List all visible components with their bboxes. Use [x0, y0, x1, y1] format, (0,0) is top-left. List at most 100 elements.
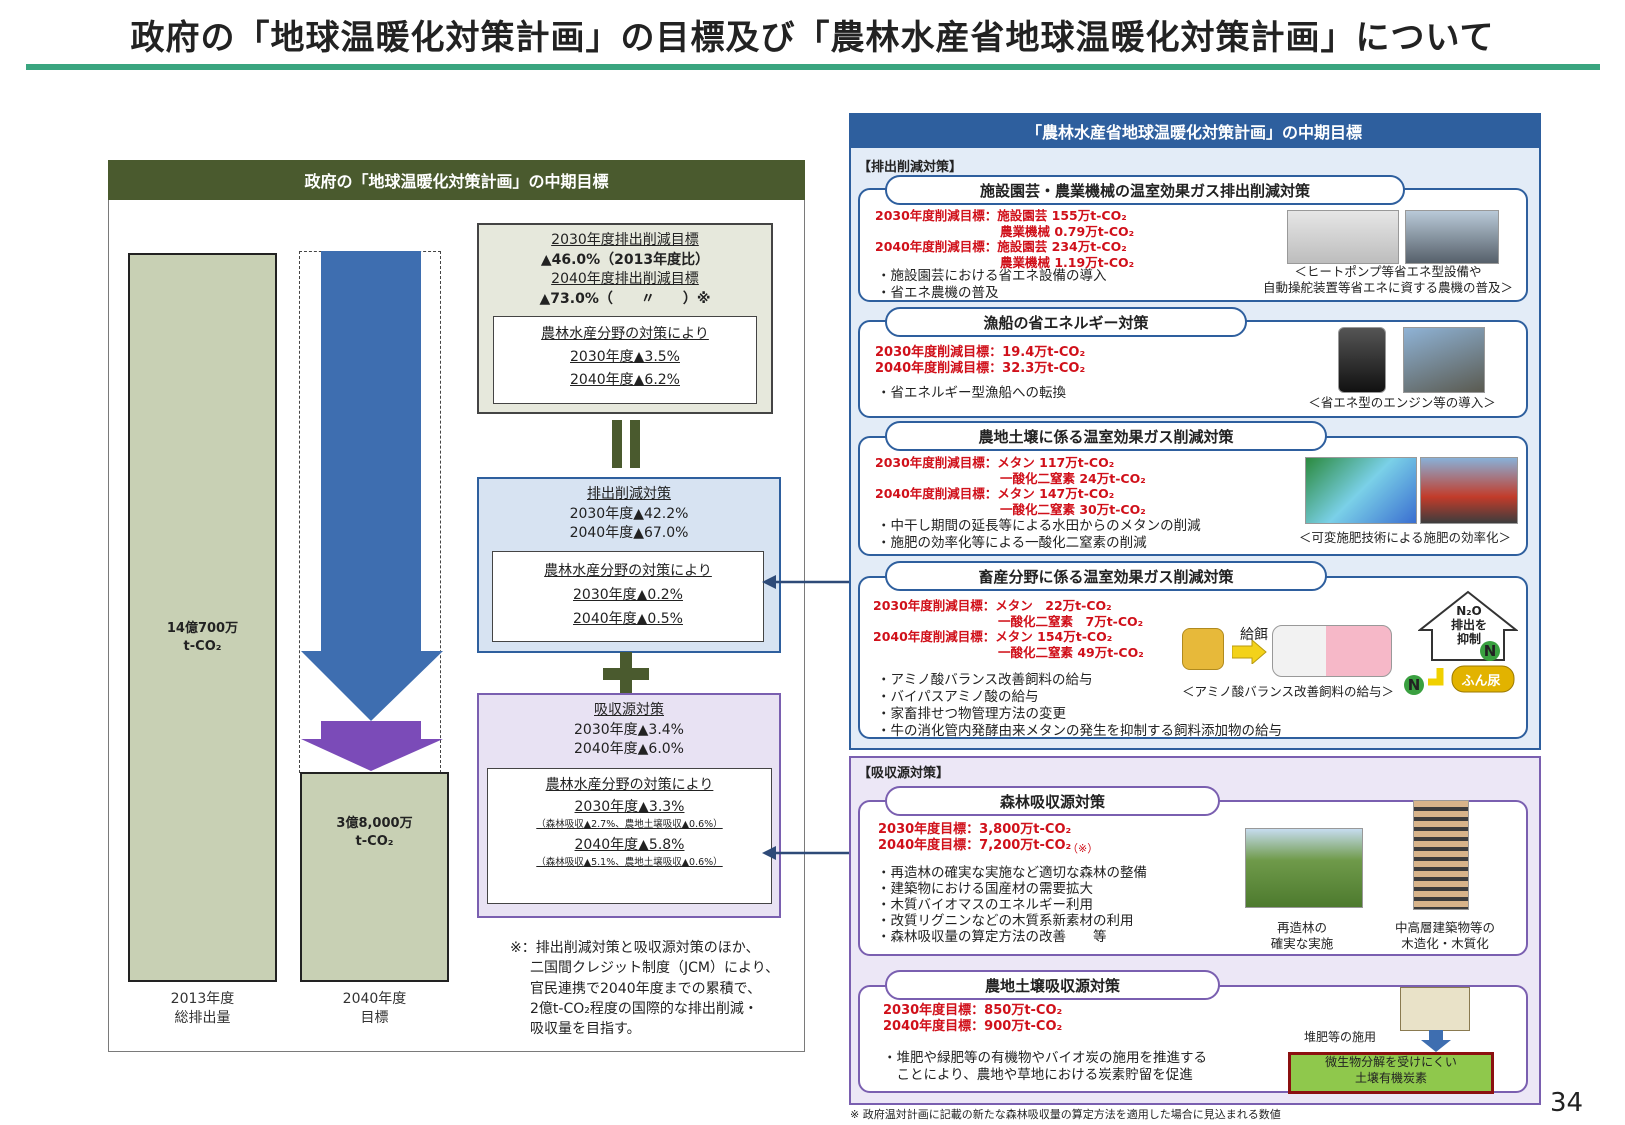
- card-soil-caption: ＜可変施肥技術による施肥の効率化＞: [1298, 530, 1512, 545]
- emission-box-2040: 2040年度▲67.0%: [569, 525, 689, 542]
- card-fishing-title: 漁船の省エネルギー対策: [885, 307, 1247, 337]
- emission-box-title: 排出削減対策: [587, 486, 671, 502]
- card-forest-bullets: ・再造林の確実な実施など適切な森林の整備 ・建築物における国産材の需要拡大 ・木…: [877, 865, 1147, 945]
- soil-carbon-line-2: 土壌有機炭素: [1354, 1070, 1427, 1085]
- feed-label: 給餌: [1240, 627, 1268, 643]
- n2o-label: N₂O 排出を 抑制: [1450, 604, 1487, 646]
- note-line-2: 二国間クレジット制度（JCM）により、: [530, 960, 780, 977]
- footnote: ※ 政府温対計画に記載の新たな森林吸収量の算定方法を適用した場合に見込まれる数値: [850, 1108, 1281, 1121]
- card-horticulture-bullets: ・施設園芸における省エネ設備の導入 ・省エネ農機の普及: [877, 268, 1107, 301]
- bar-2040-value-unit: t-CO₂: [355, 834, 394, 850]
- card-livestock-targets: 2030年度削減目標：メタン 22万t-CO₂ 一酸化二窒素 7万t-CO₂ 2…: [873, 598, 1144, 660]
- emission-reduction-arrow: [301, 251, 443, 721]
- sink-agri-2040-breakdown: （森林吸収▲5.1%、農地土壌吸収▲0.6%）: [536, 856, 723, 868]
- soil-carbon-box: 微生物分解を受けにくい 土壌有機炭素: [1288, 1052, 1494, 1094]
- bar-2013-value-unit: t-CO₂: [183, 639, 222, 655]
- card-forest-targets-mark: （※）: [1067, 842, 1099, 855]
- card-soil-sink-title: 農地土壌吸収源対策: [885, 970, 1220, 1000]
- sink-agri-inner-box: 農林水産分野の対策により 2030年度▲3.3% （森林吸収▲2.7%、農地土壌…: [487, 768, 772, 904]
- n-circle-icon: N: [1404, 675, 1424, 695]
- card-fishing-bullets: ・省エネルギー型漁船への転換: [877, 385, 1066, 401]
- red-tractor-image: [1420, 457, 1518, 524]
- reduction-arrow: [301, 251, 443, 771]
- note-line-1: ※：排出削減対策と吸収源対策のほか、: [510, 940, 760, 956]
- emission-box-2030: 2030年度▲42.2%: [569, 505, 689, 522]
- bar-2013-value: 14億700万 t-CO₂: [128, 620, 277, 656]
- title-underline: [26, 64, 1600, 70]
- note-line-4: 2億t-CO₂程度の国際的な排出削減・: [530, 1000, 758, 1017]
- sink-agri-2030: 2030年度▲3.3%: [574, 799, 685, 816]
- card-forest-title: 森林吸収源対策: [885, 786, 1220, 816]
- target-agri-2030: 2030年度▲3.5%: [570, 349, 680, 366]
- sink-box-2040: 2040年度▲6.0%: [574, 741, 684, 758]
- target-2030-label: 2030年度排出削減目標: [551, 232, 699, 248]
- x-label-2040: 2040年度 目標: [300, 990, 449, 1028]
- note-line-5: 吸収量を目指す。: [530, 1021, 641, 1038]
- x-label-2040-year: 2040年度: [342, 991, 407, 1007]
- bar-2013-value-amount: 14億700万: [166, 621, 239, 636]
- government-panel-header: 政府の「地球温暖化対策計画」の中期目標: [108, 160, 805, 200]
- outboard-engine-image: [1338, 327, 1386, 393]
- sink-agri-2040: 2040年度▲5.8%: [574, 837, 685, 854]
- card-forest-caption-2: 中高層建築物等の 木造化・木質化: [1394, 920, 1495, 951]
- card-soil-sink-targets: 2030年度目標：850万t-CO₂ 2040年度目標：900万t-CO₂: [883, 1003, 1063, 1035]
- compost-label: 堆肥等の施用: [1304, 1030, 1377, 1044]
- soil-carbon-line-1: 微生物分解を受けにくい: [1325, 1055, 1457, 1069]
- bar-2040-value: 3億8,000万 t-CO₂: [300, 815, 449, 851]
- down-arrow-icon: [1421, 1030, 1451, 1052]
- target-2040-label: 2040年度排出削減目標: [551, 271, 699, 288]
- equals-symbol: [612, 420, 640, 468]
- compost-bag-image: [1400, 987, 1470, 1031]
- target-agri-2040: 2040年度▲6.2%: [570, 372, 680, 389]
- sink-reduction-arrow: [301, 721, 443, 771]
- variable-fertilization-map-image: [1305, 457, 1417, 524]
- card-horticulture-caption: ＜ヒートポンプ等省エネ型設備や 自動操舵装置等省エネに資する農機の普及＞: [1262, 264, 1513, 295]
- plus-symbol: [603, 652, 649, 696]
- card-fishing-targets: 2030年度削減目標：19.4万t-CO₂ 2040年度削減目標：32.3万t-…: [875, 345, 1086, 377]
- n-circle-icon: N: [1480, 641, 1500, 661]
- bar-2040-value-amount: 3億8,000万: [336, 816, 413, 831]
- manure-label: ふん尿: [1461, 674, 1501, 689]
- emission-agri-2040: 2040年度▲0.5%: [573, 610, 683, 627]
- feed-bag-image: [1182, 628, 1224, 670]
- sink-agri-title: 農林水産分野の対策により: [545, 777, 714, 793]
- card-horticulture-title: 施設園芸・農業機械の温室効果ガス排出削減対策: [885, 175, 1405, 205]
- card-soil-bullets: ・中干し期間の延長等による水田からのメタンの削減 ・施肥の効率化等による一酸化二…: [877, 518, 1201, 551]
- sink-section-label: 【吸収源対策】: [858, 766, 950, 781]
- card-livestock-bullets: ・アミノ酸バランス改善飼料の給与 ・バイパスアミノ酸の給与 ・家畜排せつ物管理方…: [877, 672, 1282, 739]
- heat-pump-image: [1287, 210, 1399, 264]
- card-soil-sink-bullets: ・堆肥や緑肥等の有機物やバイオ炭の施用を推進する ことにより、農地や草地における…: [883, 1050, 1207, 1083]
- sink-box-title: 吸収源対策: [594, 702, 664, 718]
- x-label-2013-year: 2013年度: [170, 991, 235, 1007]
- note-line-3: 官民連携で2040年度までの累積で、: [530, 980, 762, 997]
- card-fishing-caption: ＜省エネ型のエンジン等の導入＞: [1308, 395, 1496, 410]
- emission-agri-inner-box: 農林水産分野の対策により 2030年度▲0.2% 2040年度▲0.5%: [492, 551, 764, 642]
- target-agri-title: 農林水産分野の対策により: [541, 326, 709, 342]
- feed-arrow-icon: [1232, 640, 1267, 664]
- maff-panel-header: 「農林水産省地球温暖化対策計画」の中期目標: [849, 113, 1539, 148]
- card-horticulture-targets: 2030年度削減目標：施設園芸 155万t-CO₂ 農業機械 0.79万t-CO…: [875, 208, 1135, 270]
- target-2030-value: ▲46.0%（2013年度比）: [540, 251, 710, 268]
- target-2040-value: ▲73.0%（ 〃 ）※: [539, 290, 711, 307]
- target-agri-inner-box: 農林水産分野の対策により 2030年度▲3.5% 2040年度▲6.2%: [493, 316, 757, 404]
- page-number: 34: [1550, 1088, 1584, 1118]
- wooden-building-image: [1413, 800, 1469, 910]
- tractor-image: [1405, 210, 1499, 264]
- card-livestock-title: 畜産分野に係る温室効果ガス削減対策: [885, 561, 1327, 591]
- bar-2013-total-emissions: [128, 253, 277, 982]
- x-label-2013-desc: 総排出量: [174, 1009, 231, 1026]
- sink-box-2030: 2030年度▲3.4%: [574, 721, 684, 738]
- bar-2040-target: [300, 772, 449, 982]
- card-soil-targets: 2030年度削減目標：メタン 117万t-CO₂ 一酸化二窒素 24万t-CO₂…: [875, 455, 1146, 517]
- connector-arrows: [762, 575, 850, 860]
- sink-agri-2030-breakdown: （森林吸収▲2.7%、農地土壌吸収▲0.6%）: [536, 818, 723, 830]
- livestock-image: [1272, 625, 1392, 677]
- fishing-boat-image: [1403, 327, 1485, 393]
- card-forest-caption-1: 再造林の 確実な実施: [1270, 920, 1334, 951]
- x-label-2013: 2013年度 総排出量: [128, 990, 277, 1028]
- reforestation-image: [1245, 828, 1363, 908]
- jcm-note: ※：排出削減対策と吸収源対策のほか、 二国間クレジット制度（JCM）により、 官…: [510, 938, 800, 1039]
- page-title: 政府の「地球温暖化対策計画」の目標及び「農林水産省地球温暖化対策計画」について: [130, 18, 1495, 58]
- card-forest-targets: 2030年度目標：3,800万t-CO₂ 2040年度目標：7,200万t-CO…: [878, 822, 1072, 854]
- card-soil-title: 農地土壌に係る温室効果ガス削減対策: [885, 421, 1327, 451]
